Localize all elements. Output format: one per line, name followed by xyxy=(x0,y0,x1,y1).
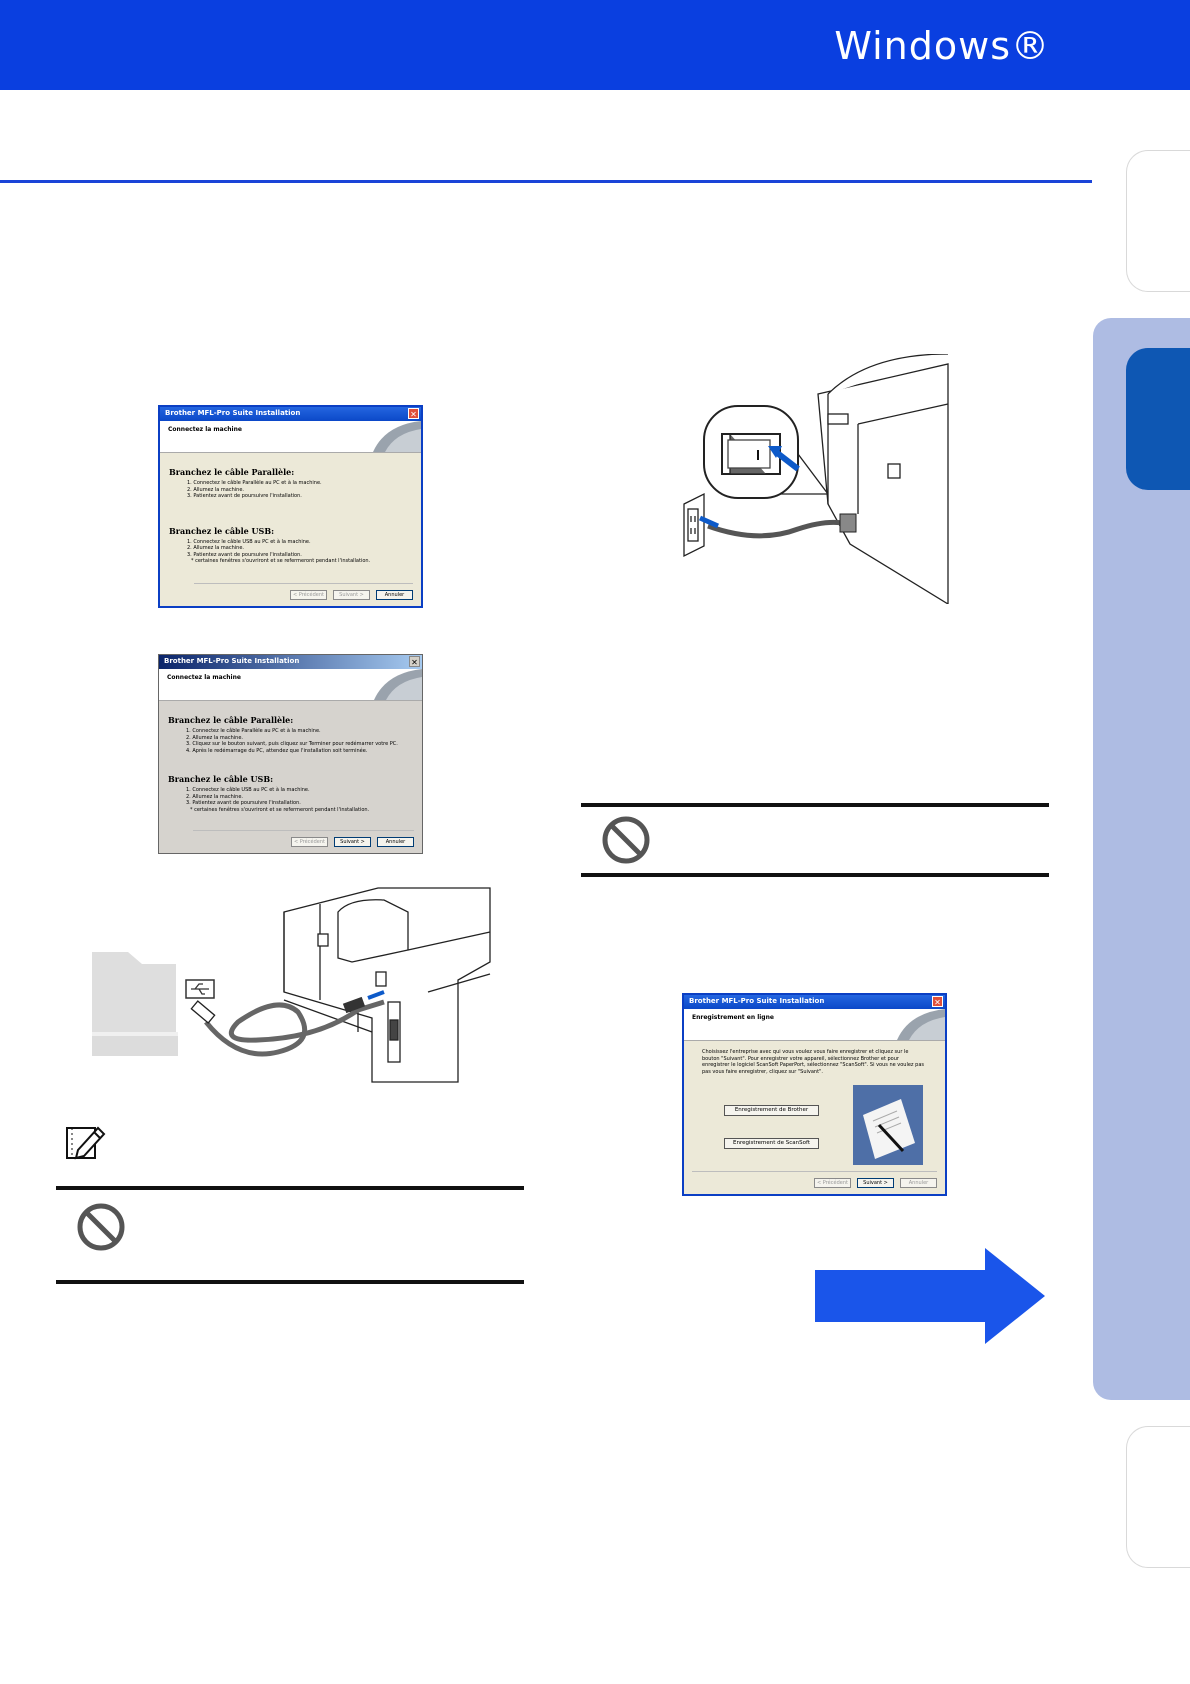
dialog-titlebar: Brother MFL-Pro Suite Installation ✕ xyxy=(160,407,421,421)
instruction-line: 3. Patientez avant de poursuivre l'insta… xyxy=(187,493,302,499)
installer-dialog-connect-classic: Brother MFL-Pro Suite Installation ✕ Con… xyxy=(158,654,423,854)
dialog-heading: Enregistrement en ligne xyxy=(692,1014,774,1021)
dialog-separator xyxy=(193,830,414,831)
instruction-line: 3. Patientez avant de poursuivre l'insta… xyxy=(186,800,301,806)
dialog-buttons: < Précédent Suivant > Annuler xyxy=(290,590,413,600)
power-switch-illustration xyxy=(683,354,949,604)
brother-registration-button[interactable]: Enregistrement de Brother xyxy=(724,1105,819,1116)
parallel-section-title: Branchez le câble Parallèle: xyxy=(169,467,295,477)
dialog-buttons: < Précédent Suivant > Annuler xyxy=(291,837,414,847)
dialog-header-band: Connectez la machine xyxy=(160,421,421,453)
instruction-line: 2. Allumez la machine. xyxy=(187,486,245,493)
dialog-body: Branchez le câble Parallèle: 1. Connecte… xyxy=(159,701,422,813)
next-page-arrow-icon[interactable] xyxy=(815,1248,1047,1348)
dialog-titlebar: Brother MFL-Pro Suite Installation ✕ xyxy=(684,995,945,1009)
page-title: Windows® xyxy=(834,24,1050,68)
pen-document-icon xyxy=(853,1085,923,1165)
instruction-line: 1. Connectez le câble USB au PC et à la … xyxy=(186,787,310,793)
usb-section-title: Branchez le câble USB: xyxy=(168,774,274,784)
dialog-title: Brother MFL-Pro Suite Installation xyxy=(689,997,825,1005)
instruction-line: 2. Allumez la machine. xyxy=(186,793,244,800)
computer-icon xyxy=(92,952,176,1032)
next-button[interactable]: Suivant > xyxy=(857,1178,894,1188)
header-graphic-icon xyxy=(889,1009,945,1040)
usb-connection-illustration xyxy=(92,887,491,1083)
prohibited-icon xyxy=(602,816,650,864)
close-icon[interactable]: ✕ xyxy=(409,656,420,667)
back-button[interactable]: < Précédent xyxy=(814,1178,851,1188)
registration-description: Choisissez l'entreprise avec qui vous vo… xyxy=(702,1049,924,1075)
close-icon[interactable]: ✕ xyxy=(932,996,943,1007)
dialog-separator xyxy=(692,1171,937,1172)
side-tab-top[interactable] xyxy=(1126,150,1190,292)
instruction-line: 3. Patientez avant de poursuivre l'insta… xyxy=(187,551,302,558)
dialog-header-band: Enregistrement en ligne xyxy=(684,1009,945,1041)
note-icon xyxy=(66,1126,106,1160)
cancel-button[interactable]: Annuler xyxy=(376,590,413,600)
scansoft-registration-button[interactable]: Enregistrement de ScanSoft xyxy=(724,1138,819,1149)
back-button[interactable]: < Précédent xyxy=(291,837,328,847)
header-graphic-icon xyxy=(365,421,421,452)
instruction-line: 1. Connectez le câble Parallèle au PC et… xyxy=(187,480,322,486)
dialog-heading: Connectez la machine xyxy=(168,426,242,433)
dialog-buttons: < Précédent Suivant > Annuler xyxy=(814,1178,937,1188)
caution-box-left xyxy=(56,1186,524,1284)
header-bar: Windows® xyxy=(0,0,1190,90)
close-icon[interactable]: ✕ xyxy=(408,408,419,419)
dialog-body: Branchez le câble Parallèle: 1. Connecte… xyxy=(160,453,421,565)
installer-dialog-connect-xp: Brother MFL-Pro Suite Installation ✕ Con… xyxy=(158,405,423,608)
next-button[interactable]: Suivant > xyxy=(334,837,371,847)
dialog-header-band: Connectez la machine xyxy=(159,669,422,701)
next-button[interactable]: Suivant > xyxy=(333,590,370,600)
instruction-line: 1. Connectez le câble Parallèle au PC et… xyxy=(186,728,321,734)
back-button[interactable]: < Précédent xyxy=(290,590,327,600)
cancel-button[interactable]: Annuler xyxy=(900,1178,937,1188)
installer-dialog-registration: Brother MFL-Pro Suite Installation ✕ Enr… xyxy=(682,993,947,1196)
dialog-title: Brother MFL-Pro Suite Installation xyxy=(165,409,301,417)
usb-section-title: Branchez le câble USB: xyxy=(169,525,275,536)
dialog-title: Brother MFL-Pro Suite Installation xyxy=(164,657,300,665)
instruction-line: 4. Après le redémarrage du PC, attendez … xyxy=(186,747,368,754)
instruction-note: * certaines fenêtres s'ouvriront et se r… xyxy=(191,558,371,564)
dialog-heading: Connectez la machine xyxy=(167,674,241,681)
machine-rear-illustration xyxy=(283,887,491,1083)
instruction-note: * certaines fenêtres s'ouvriront et se r… xyxy=(190,806,370,813)
parallel-section-title: Branchez le câble Parallèle: xyxy=(168,715,294,725)
dialog-titlebar: Brother MFL-Pro Suite Installation ✕ xyxy=(159,655,422,669)
cancel-button[interactable]: Annuler xyxy=(377,837,414,847)
header-graphic-icon xyxy=(366,669,422,700)
instruction-line: 2. Allumez la machine. xyxy=(186,734,244,741)
side-tab-bottom[interactable] xyxy=(1126,1426,1190,1568)
instruction-line: 2. Allumez la machine. xyxy=(187,545,245,551)
side-panel xyxy=(1093,318,1190,1400)
instruction-line: 1. Connectez le câble USB au PC et à la … xyxy=(187,538,311,545)
section-divider xyxy=(0,180,1092,183)
caution-box-right xyxy=(581,803,1049,877)
side-tab-active[interactable] xyxy=(1126,348,1190,490)
instruction-line: 3. Cliquez sur le bouton suivant, puis c… xyxy=(186,741,398,747)
prohibited-icon xyxy=(77,1203,125,1251)
dialog-separator xyxy=(194,583,413,584)
